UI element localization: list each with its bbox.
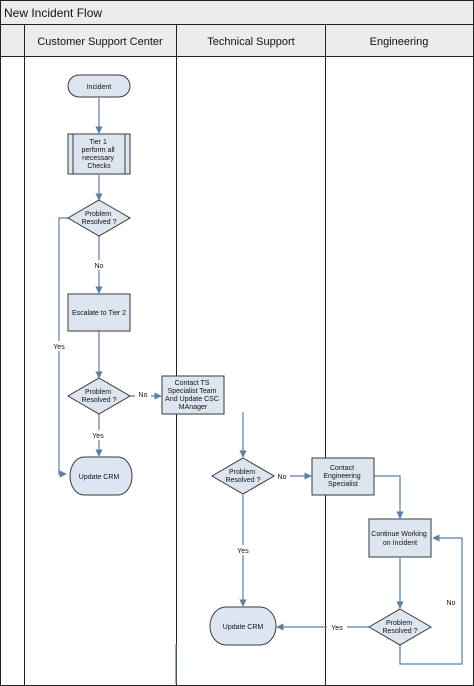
edge-labels: No Yes No Yes No Yes Yes No [49, 260, 459, 632]
node-decision-resolved-4: Problem Resolved ? [368, 608, 432, 646]
lane-header-customer-support: Customer Support Center [37, 36, 163, 48]
node-tier1-checks: Tier 1 perform all necessary Checks [67, 133, 131, 175]
node-continue-working: Continue Working on Incident [368, 518, 432, 558]
node-decision-4-text: Problem Resolved ? [382, 620, 417, 635]
node-escalate-text: Escalate to Tier 2 [72, 310, 126, 317]
label-no-4: No [447, 600, 456, 607]
edge-contacteng-continue [374, 475, 404, 519]
node-tier1-text: Tier 1 perform all necessary Checks [81, 139, 116, 170]
label-no-1: No [95, 263, 104, 270]
label-yes-2: Yes [92, 433, 104, 440]
node-incident-text: Incident [87, 84, 112, 91]
node-update-crm-ts: Update CRM [209, 606, 277, 646]
node-contact-ts-text: Contact TS Specialist Team And Update CS… [165, 380, 221, 411]
node-update-crm-ts-text: Update CRM [223, 624, 264, 631]
label-yes-1: Yes [53, 344, 65, 351]
node-incident: Incident [67, 74, 131, 98]
node-decision-resolved-2: Problem Resolved ? [67, 377, 131, 415]
lane-header-row [0, 24, 474, 57]
node-decision-2-text: Problem Resolved ? [81, 389, 116, 404]
lane-header-engineering: Engineering [370, 36, 429, 48]
label-no-3: No [278, 474, 287, 481]
node-escalate-tier2: Escalate to Tier 2 [67, 293, 131, 332]
node-contact-ts: Contact TS Specialist Team And Update CS… [161, 375, 225, 415]
node-update-crm-csc: Update CRM [69, 456, 133, 496]
label-no-2: No [139, 392, 148, 399]
node-update-crm-csc-text: Update CRM [79, 474, 120, 481]
node-decision-3-text: Problem Resolved ? [225, 469, 260, 484]
label-yes-4: Yes [331, 625, 343, 632]
node-decision-1-text: Problem Resolved ? [81, 211, 116, 226]
node-continue-working-text: Continue Working on Incident [371, 531, 428, 547]
label-yes-3: Yes [237, 548, 249, 555]
node-decision-resolved-3: Problem Resolved ? [211, 457, 275, 495]
node-contact-engineering-text: Contact Engineering Specialist [323, 465, 362, 488]
edge-resolved4-no-loop [399, 534, 463, 665]
node-contact-engineering: Contact Engineering Specialist [311, 457, 375, 496]
title-bar [0, 0, 474, 25]
diagram-title: New Incident Flow [4, 6, 102, 20]
lane-header-technical-support: Technical Support [207, 36, 294, 48]
node-decision-resolved-1: Problem Resolved ? [67, 199, 131, 237]
